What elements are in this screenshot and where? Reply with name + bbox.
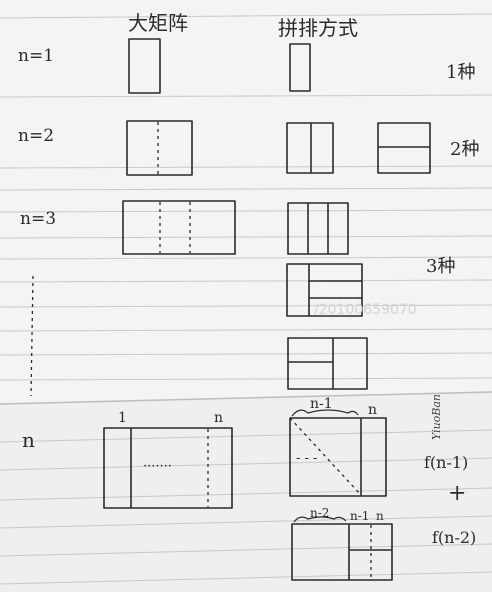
case2-mark-n: n <box>376 509 384 523</box>
count-n3: 3种 <box>426 256 455 277</box>
ruled-lines-upper <box>0 13 492 381</box>
label-n1: n=1 <box>18 46 54 66</box>
big-general-mark-n: n <box>214 410 223 426</box>
tiling-n3-option2 <box>286 263 363 317</box>
big-matrix-n2 <box>126 120 193 176</box>
watermark: /20100659070 <box>314 302 417 318</box>
big-general-dots: ······· <box>143 459 172 474</box>
header-big-matrix: 大矩阵 <box>128 11 188 35</box>
big-matrix-general <box>103 427 233 509</box>
header-tiling: 拼排方式 <box>278 16 358 40</box>
big-matrix-n3 <box>122 200 236 255</box>
label-n-general: n <box>22 428 35 452</box>
notebook-page-upper <box>0 0 492 404</box>
tiling-n2-vertical <box>286 122 334 174</box>
tiling-general-case1 <box>289 409 387 497</box>
big-general-mark-1: 1 <box>118 410 127 426</box>
label-n3: n=3 <box>20 209 56 229</box>
term-f-n-1: f(n-1) <box>424 453 468 472</box>
tiling-general-case2 <box>291 516 393 581</box>
case2-mark-n-2: n-2 <box>310 506 329 520</box>
ruled-lines-lower <box>0 429 492 585</box>
label-n2: n=2 <box>18 126 54 146</box>
ellipsis-vertical <box>30 275 34 397</box>
tiling-n2-horizontal <box>377 122 431 174</box>
count-n1: 1种 <box>446 62 475 83</box>
tiling-n3-option1 <box>287 202 349 255</box>
term-f-n-2: f(n-2) <box>432 528 476 547</box>
notebook-page-lower <box>0 392 492 592</box>
tiling-n3-option3 <box>287 337 368 390</box>
big-matrix-n1 <box>128 38 161 94</box>
case1-mark-n-1: n-1 <box>310 396 333 412</box>
case1-dots: - - - <box>296 451 317 466</box>
tiling-n1 <box>289 43 311 92</box>
plus-sign: + <box>448 481 466 506</box>
case2-mark-n-1: n-1 <box>350 509 369 523</box>
signature: YiuoBan <box>430 394 443 440</box>
case1-mark-n: n <box>368 402 377 418</box>
count-n2: 2种 <box>450 139 479 160</box>
